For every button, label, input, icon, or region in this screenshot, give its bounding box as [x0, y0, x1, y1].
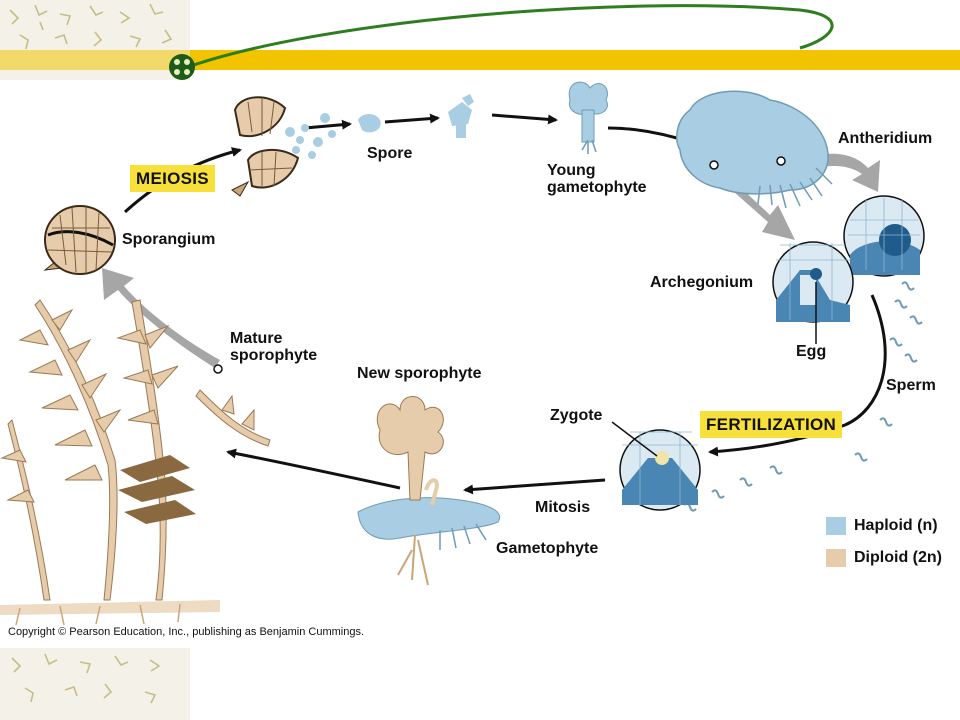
spore-label: Spore [367, 145, 413, 162]
haploid-swatch [826, 517, 846, 535]
bullet-icon [169, 54, 195, 80]
fertilization-label: FERTILIZATION [700, 411, 843, 438]
new-sporophyte-illustration [357, 396, 501, 586]
mitosis-label: Mitosis [535, 499, 591, 516]
zygote-closeup [611, 421, 701, 511]
arrow-to-spore [304, 119, 352, 130]
gametophyte-label: Gametophyte [496, 540, 599, 557]
mature-sporophyte-illustration [0, 299, 271, 626]
new-sporophyte-label: New sporophyte [357, 365, 482, 382]
antheridium-closeup [843, 195, 925, 277]
diploid-swatch [826, 549, 846, 567]
zygote-label: Zygote [550, 407, 603, 424]
mature-gametophyte-illustration [676, 90, 833, 209]
archegonium-label: Archegonium [650, 274, 754, 291]
sperm-label: Sperm [886, 377, 936, 394]
grey-arrow-mature-to-sporangium [102, 268, 220, 368]
copyright-text: Copyright © Pearson Education, Inc., pub… [8, 626, 365, 638]
antheridium-label: Antheridium [838, 130, 933, 147]
green-swoosh [184, 4, 834, 70]
mature-sporophyte-label: Mature sporophyte [230, 330, 318, 364]
sporangium-illustration [43, 205, 116, 275]
opened-sporangium-illustration [231, 96, 336, 197]
legend-haploid: Haploid (n) [826, 517, 938, 535]
arrow-to-fertilization [708, 294, 887, 457]
haploid-legend-text: Haploid (n) [854, 517, 938, 534]
legend-diploid: Diploid (2n) [826, 549, 942, 567]
germinating-spore-illustration [448, 94, 482, 138]
arrow-zygote-to-new-sporophyte [463, 478, 606, 495]
spore-illustration [358, 114, 381, 133]
egg-label: Egg [796, 343, 827, 360]
arrow-new-sporophyte-to-mature [226, 448, 401, 490]
arrow-spore-to-germinating [384, 113, 440, 124]
diploid-legend-text: Diploid (2n) [854, 549, 942, 566]
meiosis-label: MEIOSIS [130, 165, 215, 192]
young-gametophyte-illustration [568, 81, 608, 154]
young-gametophyte-label: Young gametophyte [547, 162, 647, 196]
arrow-to-young-gametophyte [491, 113, 558, 125]
archegonium-closeup [772, 241, 854, 344]
sporangium-label: Sporangium [122, 231, 216, 248]
